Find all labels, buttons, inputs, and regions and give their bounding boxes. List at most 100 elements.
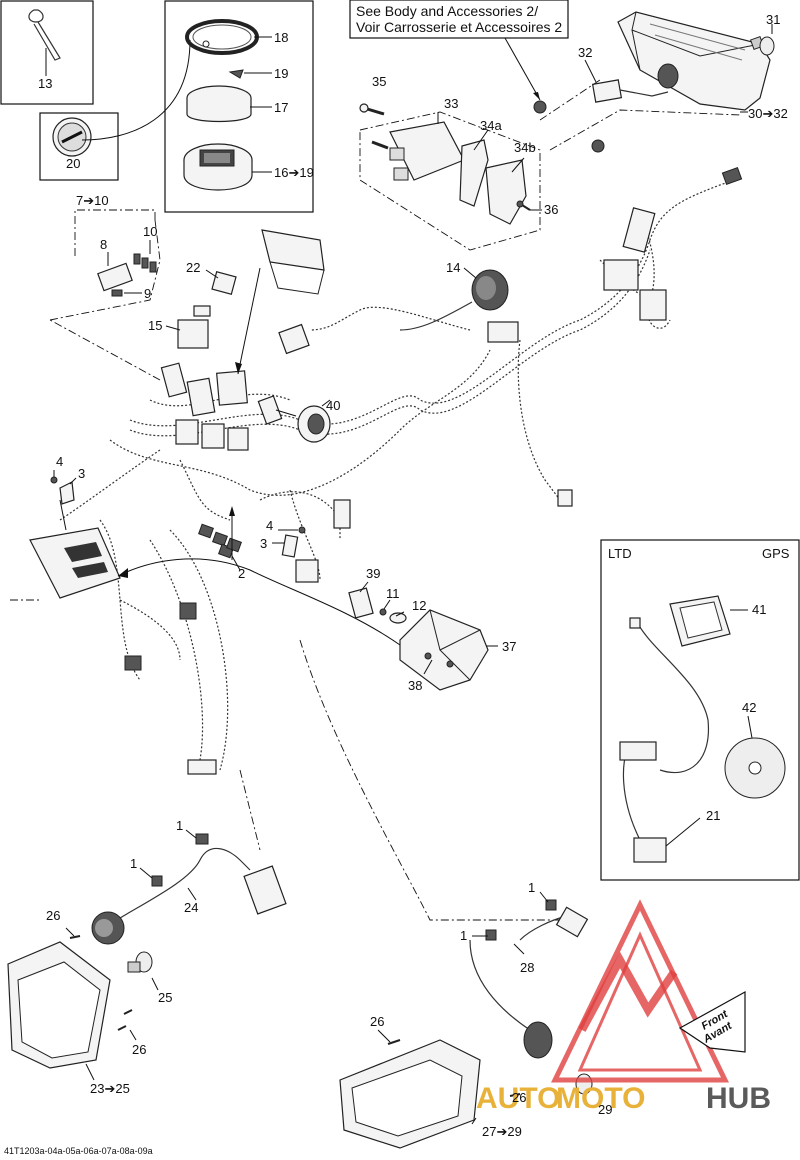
note-line-2: Voir Carrosserie et Accessoires 2 xyxy=(356,19,562,35)
connector-8 xyxy=(97,262,133,292)
callout-4-mid: 4 xyxy=(266,518,273,533)
gauge-16 xyxy=(183,143,253,191)
callout-39: 39 xyxy=(366,566,380,581)
clip-set-2 xyxy=(198,523,242,559)
callout-19: 19 xyxy=(274,66,288,81)
watermark-part1: AUTO xyxy=(476,1082,560,1115)
callout-34b: 34b xyxy=(514,140,536,155)
connector-cluster-right xyxy=(603,166,743,321)
cluster-connector-top xyxy=(261,229,325,295)
headlight-23 xyxy=(7,941,111,1069)
connector-mid xyxy=(278,321,573,583)
grommet-top-a xyxy=(533,100,547,114)
callout-4-left: 4 xyxy=(56,454,63,469)
seal-19 xyxy=(228,69,244,79)
callout-10: 10 xyxy=(143,224,157,239)
front-direction-arrow: Front Avant xyxy=(678,990,746,1053)
socket-24-bulb xyxy=(91,911,125,945)
callout-26-d: 26 xyxy=(512,1090,526,1105)
cover-17 xyxy=(186,85,252,123)
bracket-37 xyxy=(399,609,489,691)
power-outlet-40 xyxy=(257,395,331,443)
callout-20: 20 xyxy=(66,156,80,171)
callout-32: 32 xyxy=(578,45,592,60)
socket-28-bulb xyxy=(523,1021,553,1059)
gps-harness-21 xyxy=(619,617,710,863)
callout-26-b: 26 xyxy=(132,1042,146,1057)
washer-12 xyxy=(389,612,407,624)
horn-14 xyxy=(399,269,509,331)
callout-29: 29 xyxy=(598,1102,612,1117)
cable-tie-13 xyxy=(28,9,61,61)
callout-18: 18 xyxy=(274,30,288,45)
callout-8: 8 xyxy=(100,237,107,252)
callout-25: 25 xyxy=(158,990,172,1005)
callout-21: 21 xyxy=(706,808,720,823)
note-line-1: See Body and Accessories 2/ xyxy=(356,3,538,19)
callout-27-29: 27➔29 xyxy=(482,1124,522,1139)
terminals-10 xyxy=(133,253,157,273)
watermark-logo: AUTO MOTO HUB xyxy=(476,899,771,1115)
bolt-11 xyxy=(379,608,387,616)
callout-3-mid: 3 xyxy=(260,536,267,551)
nut-38 xyxy=(424,652,454,668)
callout-37: 37 xyxy=(502,639,516,654)
screw-4-left xyxy=(50,476,58,484)
callout-15: 15 xyxy=(148,318,162,333)
callout-30-32: 30➔32 xyxy=(748,106,788,121)
callout-7-10: 7➔10 xyxy=(76,193,109,208)
bulb-25 xyxy=(127,951,153,973)
box-gps-ltd xyxy=(600,539,800,881)
callout-1-d: 1 xyxy=(460,928,467,943)
screw-4-mid xyxy=(298,526,306,534)
callout-34a: 34a xyxy=(480,118,502,133)
gps-box-right-label: GPS xyxy=(762,546,790,561)
callout-17: 17 xyxy=(274,100,288,115)
relay-22 xyxy=(211,270,237,296)
gps-box-left-label: LTD xyxy=(608,546,632,561)
callout-16-19: 16➔19 xyxy=(274,165,314,180)
callout-38: 38 xyxy=(408,678,422,693)
decal-20 xyxy=(52,117,92,157)
harness-24 xyxy=(119,833,287,919)
watermark-part3: HUB xyxy=(706,1082,771,1115)
watermark-part2: MOTO xyxy=(556,1082,645,1115)
callout-14: 14 xyxy=(446,260,460,275)
headlight-27 xyxy=(339,1039,481,1149)
box-gauge-group xyxy=(164,0,314,213)
reference-code: 41T1203a-04a-05a-06a-07a-08a-09a xyxy=(4,1146,153,1156)
watermark-triangle xyxy=(551,899,729,1083)
callout-23-25: 23➔25 xyxy=(90,1081,130,1096)
screw-36 xyxy=(516,200,531,211)
ecm-module xyxy=(29,527,121,599)
clip-3-mid xyxy=(281,534,299,558)
box-item-20 xyxy=(39,112,119,181)
connector-39 xyxy=(348,587,374,619)
callout-40: 40 xyxy=(326,398,340,413)
screws-26-left xyxy=(69,935,133,1031)
callout-9: 9 xyxy=(144,286,151,301)
gps-unit-41 xyxy=(669,595,731,647)
callout-2: 2 xyxy=(238,566,245,581)
callout-26-a: 26 xyxy=(46,908,60,923)
socket-32 xyxy=(591,63,679,103)
callout-1-b: 1 xyxy=(130,856,137,871)
callout-41: 41 xyxy=(752,602,766,617)
callout-1-a: 1 xyxy=(176,818,183,833)
callout-3-left: 3 xyxy=(78,466,85,481)
gauge-ring-18 xyxy=(185,19,259,55)
callout-33: 33 xyxy=(444,96,458,111)
callout-28: 28 xyxy=(520,960,534,975)
callout-12: 12 xyxy=(412,598,426,613)
gps-disc-42 xyxy=(724,737,786,799)
callout-24: 24 xyxy=(184,900,198,915)
bolt-35 xyxy=(359,103,385,116)
callout-31: 31 xyxy=(766,12,780,27)
callout-42: 42 xyxy=(742,700,756,715)
callout-22: 22 xyxy=(186,260,200,275)
grommet-top-b xyxy=(591,139,605,153)
seal-9 xyxy=(111,289,123,297)
bracket-34b xyxy=(485,159,527,225)
screws-26-right xyxy=(387,1039,521,1097)
